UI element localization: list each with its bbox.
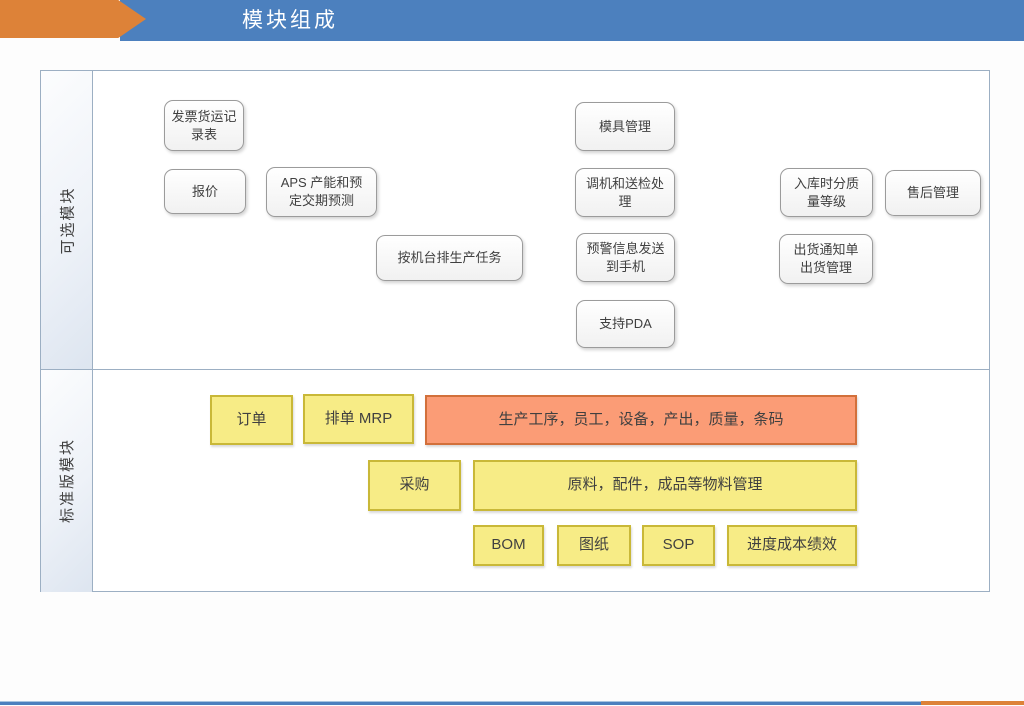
module-box-production-process: 生产工序，员工，设备，产出，质量，条码 <box>425 395 857 445</box>
module-box-material-management: 原料，配件，成品等物料管理 <box>473 460 857 511</box>
module-box-order: 订单 <box>210 395 293 445</box>
header-title-bar <box>120 0 1024 41</box>
standard-modules-label: 标准版模块 <box>59 437 77 524</box>
module-box-aps-capacity-forecast: APS 产能和预 定交期预测 <box>266 167 377 217</box>
module-box-mold-management: 模具管理 <box>575 102 675 151</box>
module-box-pda-support: 支持PDA <box>576 300 675 348</box>
module-box-sop: SOP <box>642 525 715 566</box>
slide-header: 模块组成 <box>0 0 1024 41</box>
optional-modules-row-header: 可选模块 <box>41 71 93 369</box>
module-box-procurement: 采购 <box>368 460 461 511</box>
module-box-machine-task-scheduling: 按机台排生产任务 <box>376 235 523 281</box>
module-box-inbound-quality-grading: 入库时分质 量等级 <box>780 168 873 217</box>
module-box-after-sales-management: 售后管理 <box>885 170 981 216</box>
module-box-invoice-shipping-record: 发票货运记 录表 <box>164 100 244 151</box>
module-diagram-frame: 可选模块 标准版模块 发票货运记 录表 报价 APS 产能和预 定交期预测 按机… <box>40 70 990 592</box>
module-box-shipping-notice-management: 出货通知单 出货管理 <box>779 234 873 284</box>
footer-rule-orange-segment <box>920 701 1024 705</box>
footer-rule <box>0 701 1024 705</box>
page-title: 模块组成 <box>242 9 338 32</box>
optional-modules-label: 可选模块 <box>59 185 77 255</box>
standard-modules-row-header: 标准版模块 <box>41 369 93 592</box>
module-box-quotation: 报价 <box>164 169 246 214</box>
footer-rule-blue-segment <box>0 701 921 705</box>
module-box-drawings: 图纸 <box>557 525 631 566</box>
module-box-mrp-scheduling: 排单 MRP <box>303 394 414 444</box>
module-box-machine-adjust-inspection: 调机和送检处 理 <box>575 168 675 217</box>
module-box-progress-cost-performance: 进度成本绩效 <box>727 525 857 566</box>
header-arrow-shape <box>0 0 146 38</box>
section-divider <box>41 369 989 370</box>
module-box-bom: BOM <box>473 525 544 566</box>
module-box-alert-to-phone: 预警信息发送 到手机 <box>576 233 675 282</box>
